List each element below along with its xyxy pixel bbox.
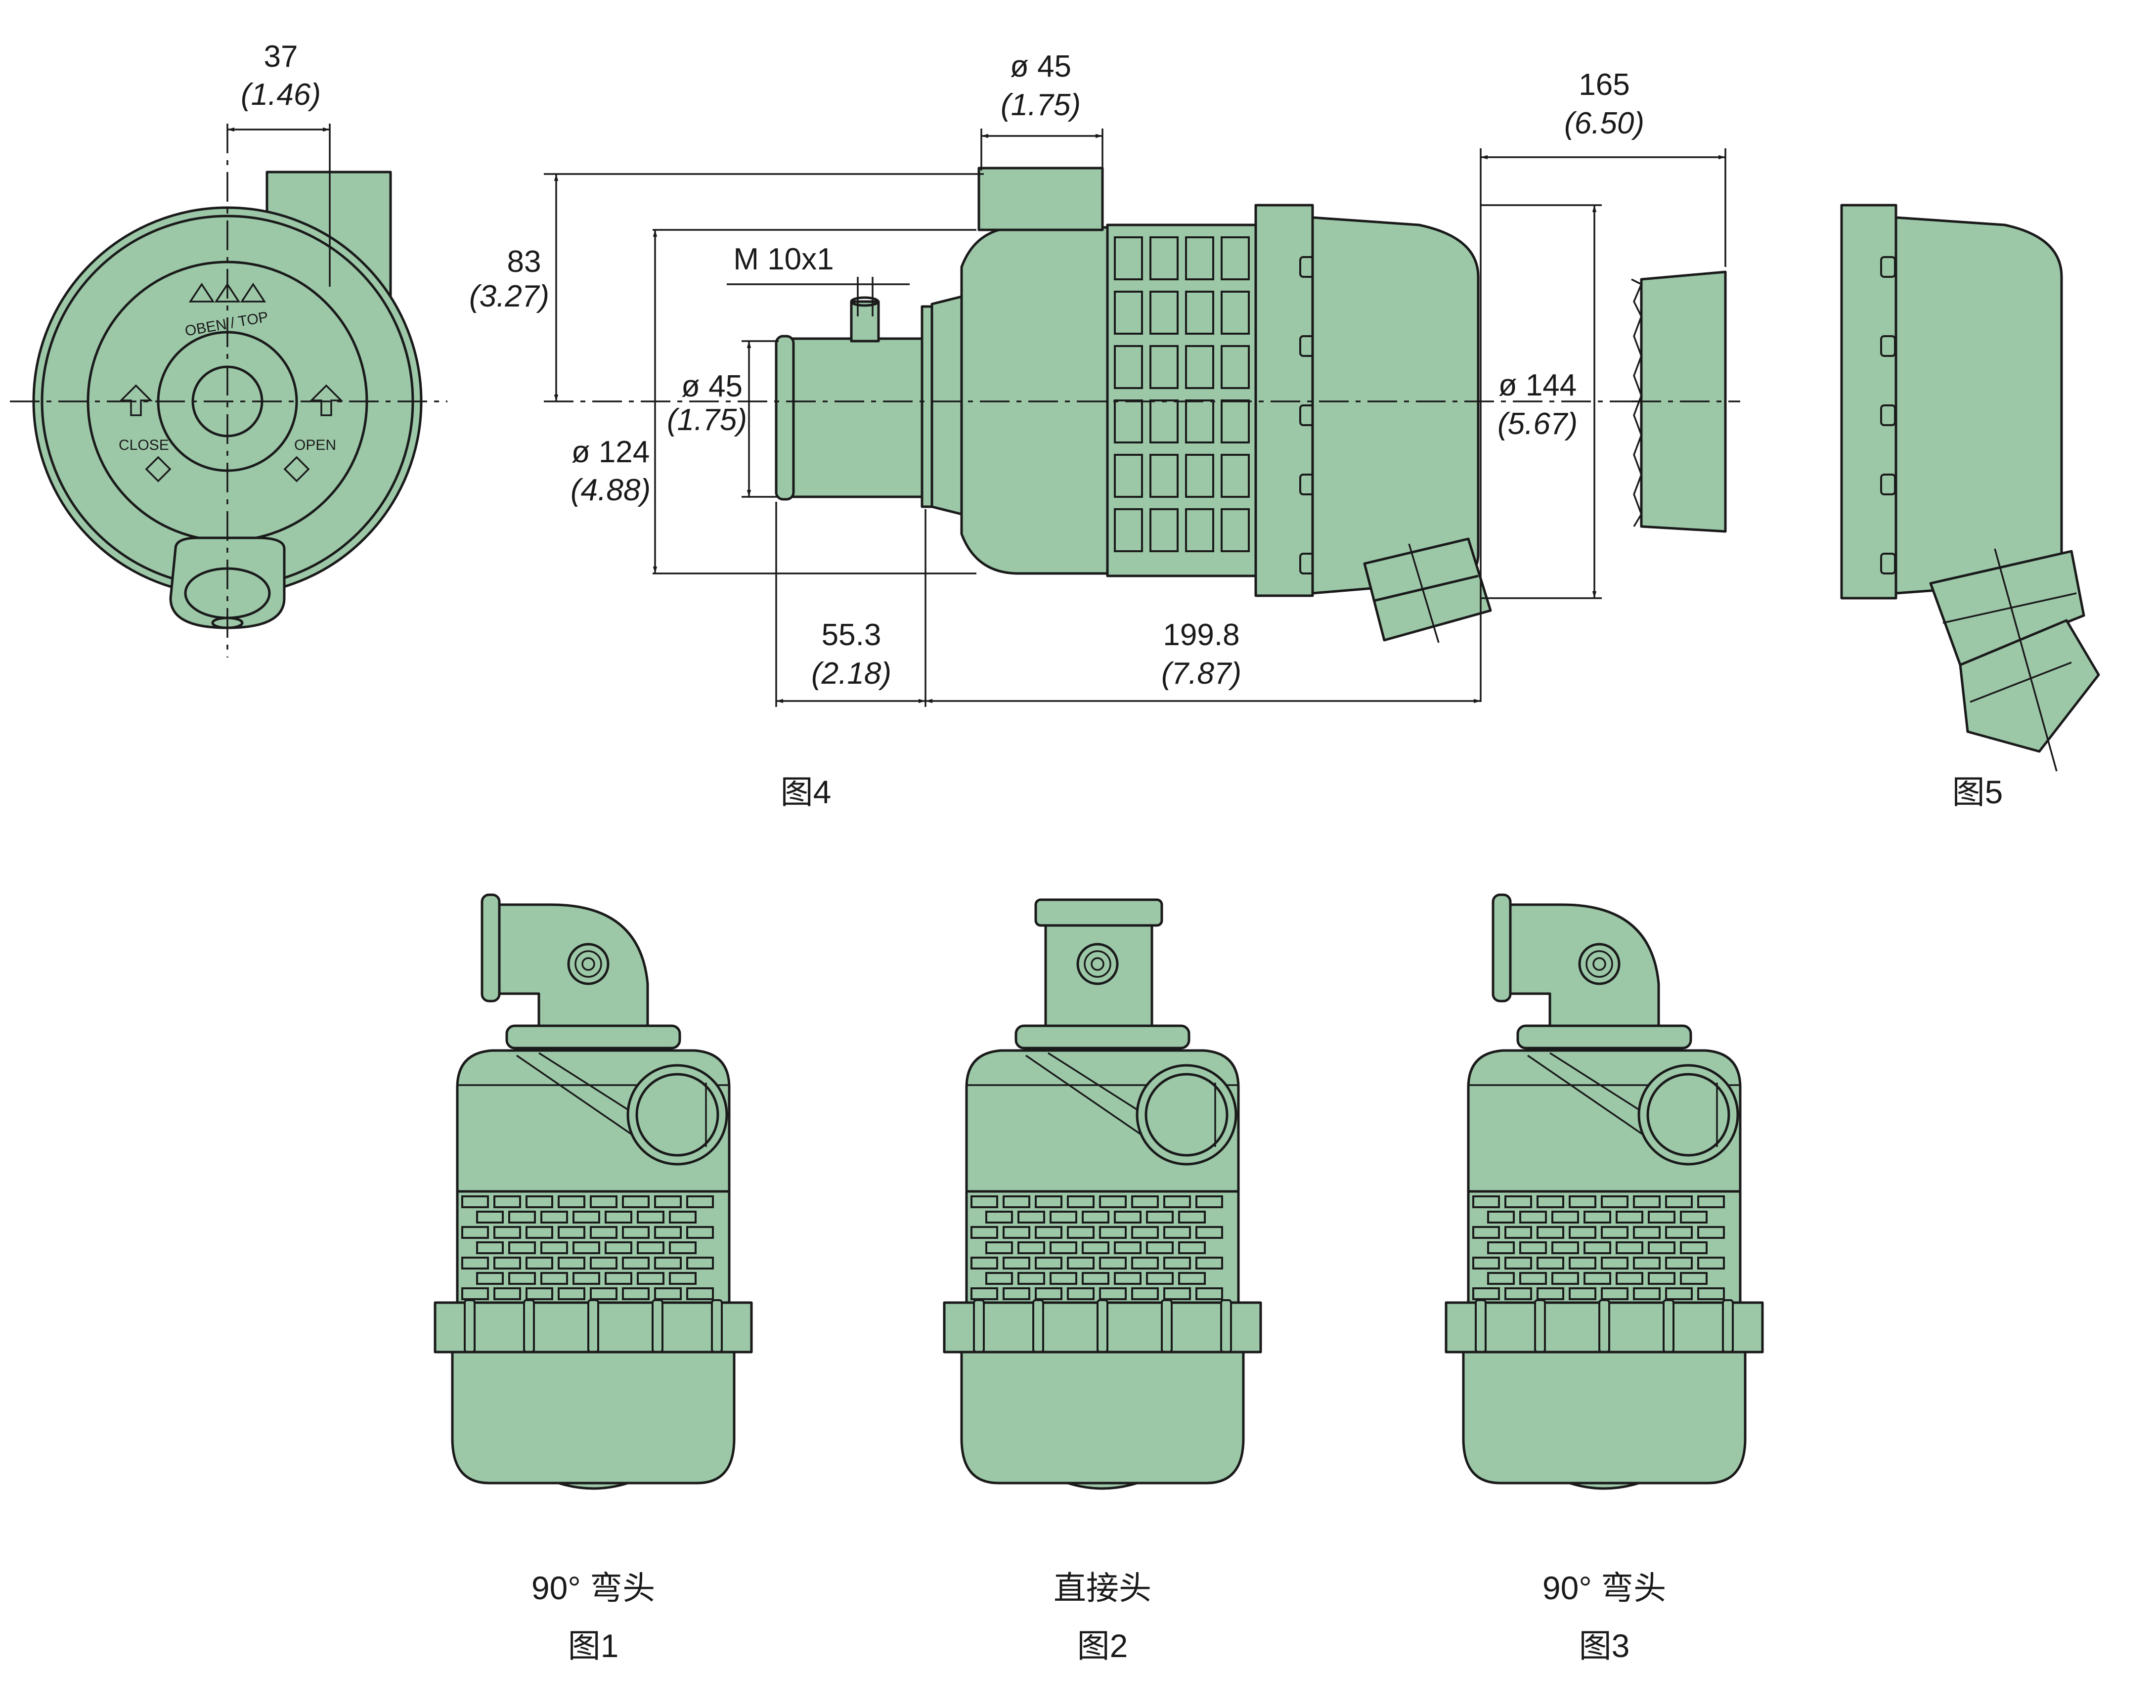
- dim-d144: ø 144: [1498, 368, 1577, 402]
- dim-199: 199.8: [1163, 618, 1239, 652]
- dim-d124: ø 124: [572, 435, 650, 469]
- figure1-type: 90° 弯头: [531, 1570, 655, 1606]
- side-view: ø 45 (1.75) 165 (6.50) 83 (3.27) M 10x1 …: [469, 49, 1740, 810]
- figure2-drawing: [943, 898, 1262, 1490]
- figure4-caption: 图4: [781, 774, 832, 810]
- figure1-caption: 图1: [568, 1627, 619, 1664]
- figure2-caption: 图2: [1077, 1627, 1128, 1664]
- figure3-caption: 图3: [1579, 1627, 1630, 1664]
- dim-d45-inlet: ø 45: [681, 369, 743, 403]
- dim-37-in: (1.46): [241, 78, 321, 112]
- dim-199-in: (7.87): [1161, 657, 1241, 691]
- dim-d45-inlet-in: (1.75): [667, 403, 747, 437]
- figure1-drawing: [434, 893, 753, 1490]
- figure5-view: 图5: [1840, 204, 2100, 810]
- figure3-drawing: [1445, 893, 1764, 1490]
- figure2-type: 直接头: [1054, 1570, 1151, 1606]
- dim-165-in: (6.50): [1564, 106, 1644, 140]
- dim-d45-top: ø 45: [1010, 49, 1071, 84]
- dim-83: 83: [507, 245, 541, 279]
- dim-thread: M 10x1: [733, 242, 834, 276]
- cap-label-open: OPEN: [294, 437, 336, 453]
- dim-165: 165: [1579, 68, 1629, 102]
- dim-55-in: (2.18): [811, 657, 891, 691]
- figure3-type: 90° 弯头: [1542, 1570, 1666, 1606]
- dim-d45-top-in: (1.75): [1001, 88, 1081, 122]
- side-grille: [1114, 236, 1250, 552]
- dim-83-in: (3.27): [469, 279, 549, 313]
- end-view: OBEN / TOP CLOSE OPEN 37 (1.46): [10, 40, 447, 657]
- dim-37: 37: [264, 40, 298, 74]
- dim-d144-in: (5.67): [1497, 407, 1578, 441]
- dim-d124-in: (4.88): [571, 473, 651, 507]
- figure5-caption: 图5: [1952, 774, 2003, 810]
- cap-label-close: CLOSE: [119, 437, 169, 453]
- dim-55: 55.3: [822, 618, 881, 652]
